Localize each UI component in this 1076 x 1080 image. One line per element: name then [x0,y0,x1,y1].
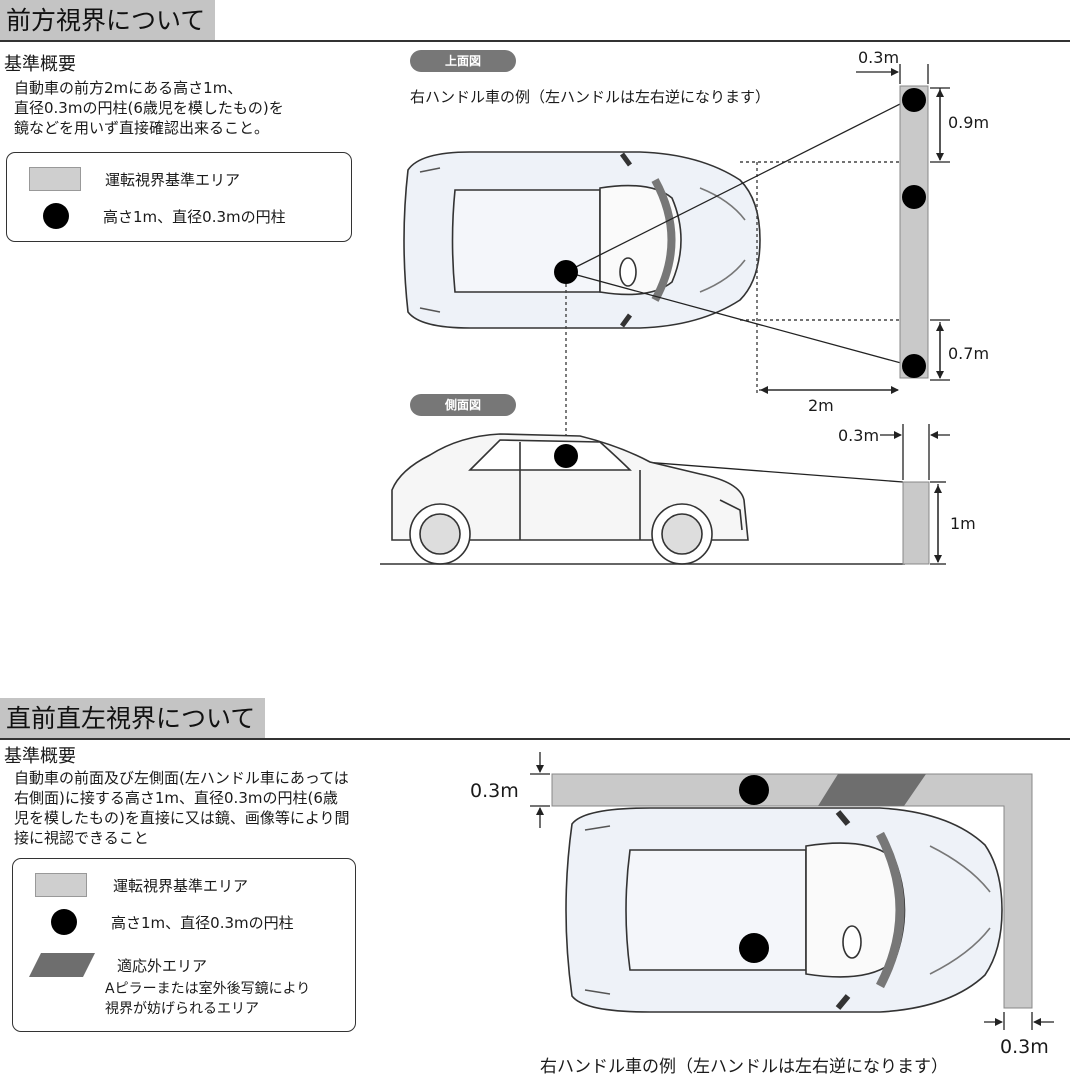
legend-area-label: 運転視界基準エリア [105,170,241,189]
area-swatch-2 [35,873,87,897]
section2-legend: 運転視界基準エリア 高さ1m、直径0.3mの円柱 適応外エリア Aピラーまたは室… [12,858,356,1032]
front-pole [739,775,769,805]
legend-pole-label: 高さ1m、直径0.3mの円柱 [103,207,286,226]
legend2-pole-label: 高さ1m、直径0.3mの円柱 [111,913,294,932]
top-view-car [403,151,761,329]
legend2-excluded-row: 適応外エリア [27,951,207,979]
legend-pole-row: 高さ1m、直径0.3mの円柱 [43,203,286,229]
side-view-pole [902,481,930,565]
section1-description: 自動車の前方2mにある高さ1m、 直径0.3mの円柱(6歳児を模したもの)を 鏡… [14,79,284,137]
pole-top [902,88,926,112]
driver-eye-side [554,444,578,468]
legend2-excluded-note: Aピラーまたは室外後写鏡により 視界が妨げられるエリア [105,981,311,1017]
side-dimension-lines [880,424,950,565]
top-view-area [899,85,929,379]
driver-eye-top [554,260,578,284]
legend-area-row: 運転視界基準エリア [29,167,240,191]
dim-width-top: 0.3m [858,48,900,67]
dim2-bottom-width: 0.3m [1000,1036,1049,1058]
section1-title: 前方視界について [0,0,216,40]
area-swatch [29,167,81,191]
legend2-excluded-label: 適応外エリア [117,956,208,975]
legend2-area-label: 運転視界基準エリア [113,876,249,895]
section2-car [565,807,1003,1013]
front-left-area [551,773,1033,1009]
excluded-swatch-icon [29,953,95,977]
pole-bottom [902,354,926,378]
dim-upper-offset: 0.9m [948,113,990,132]
dim-distance: 2m [808,396,834,415]
section1-subtitle: 基準概要 [4,54,76,75]
dim-width-side: 0.3m [838,426,880,445]
pole-middle [902,185,926,209]
section2-caption: 右ハンドル車の例（左ハンドルは左右逆になります） [540,1057,948,1077]
driver-eye-2 [739,933,769,963]
section1-rule [0,40,1070,42]
side-view-car [391,433,749,565]
section1-legend: 運転視界基準エリア 高さ1m、直径0.3mの円柱 [6,152,352,242]
top-view-badge: 上面図 [410,50,516,72]
top-dimension-lines [759,64,950,394]
projection-lines [565,161,903,450]
pole-dot-icon-2 [51,909,77,935]
dim-lower-offset: 0.7m [948,344,990,363]
excluded-area [818,774,926,806]
section2-subtitle: 基準概要 [4,746,76,767]
dim-height: 1m [950,514,976,533]
pole-dot-icon [43,203,69,229]
section2-rule [0,738,1070,740]
side-view-badge: 側面図 [410,394,516,416]
dim2-left-width: 0.3m [470,780,519,802]
legend2-pole-row: 高さ1m、直径0.3mの円柱 [51,909,294,935]
section1-caption: 右ハンドル車の例（左ハンドルは左右逆になります） [410,88,771,106]
legend2-area-row: 運転視界基準エリア [35,873,248,897]
section2-description: 自動車の前面及び左側面(左ハンドル車にあっては 右側面)に接する高さ1m、直径0… [14,769,350,847]
section2-dimension-lines [530,752,1054,1030]
section2-title: 直前直左視界について [0,698,266,738]
